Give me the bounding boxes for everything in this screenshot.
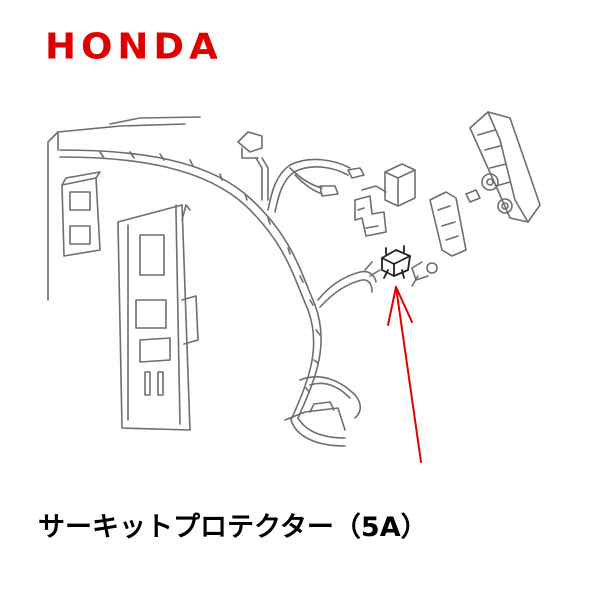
pointer-arrow (387, 286, 422, 463)
right-branch (317, 261, 381, 308)
knob-parts (411, 173, 513, 287)
product-name: サーキットプロテクター（5A） (38, 512, 428, 543)
socket-module (61, 171, 101, 257)
housing-outline (47, 116, 201, 301)
control-panel (117, 204, 199, 431)
circuit-protector-part (381, 245, 411, 279)
honda-logo: HONDA (45, 26, 223, 67)
upper-branch (255, 157, 365, 213)
relay-box (361, 163, 416, 207)
switch-part (237, 131, 263, 159)
bottom-fragment (284, 401, 346, 431)
main-harness (59, 149, 322, 421)
right-panel (429, 111, 541, 257)
bracket-part (354, 195, 387, 237)
lower-harness (290, 376, 362, 447)
